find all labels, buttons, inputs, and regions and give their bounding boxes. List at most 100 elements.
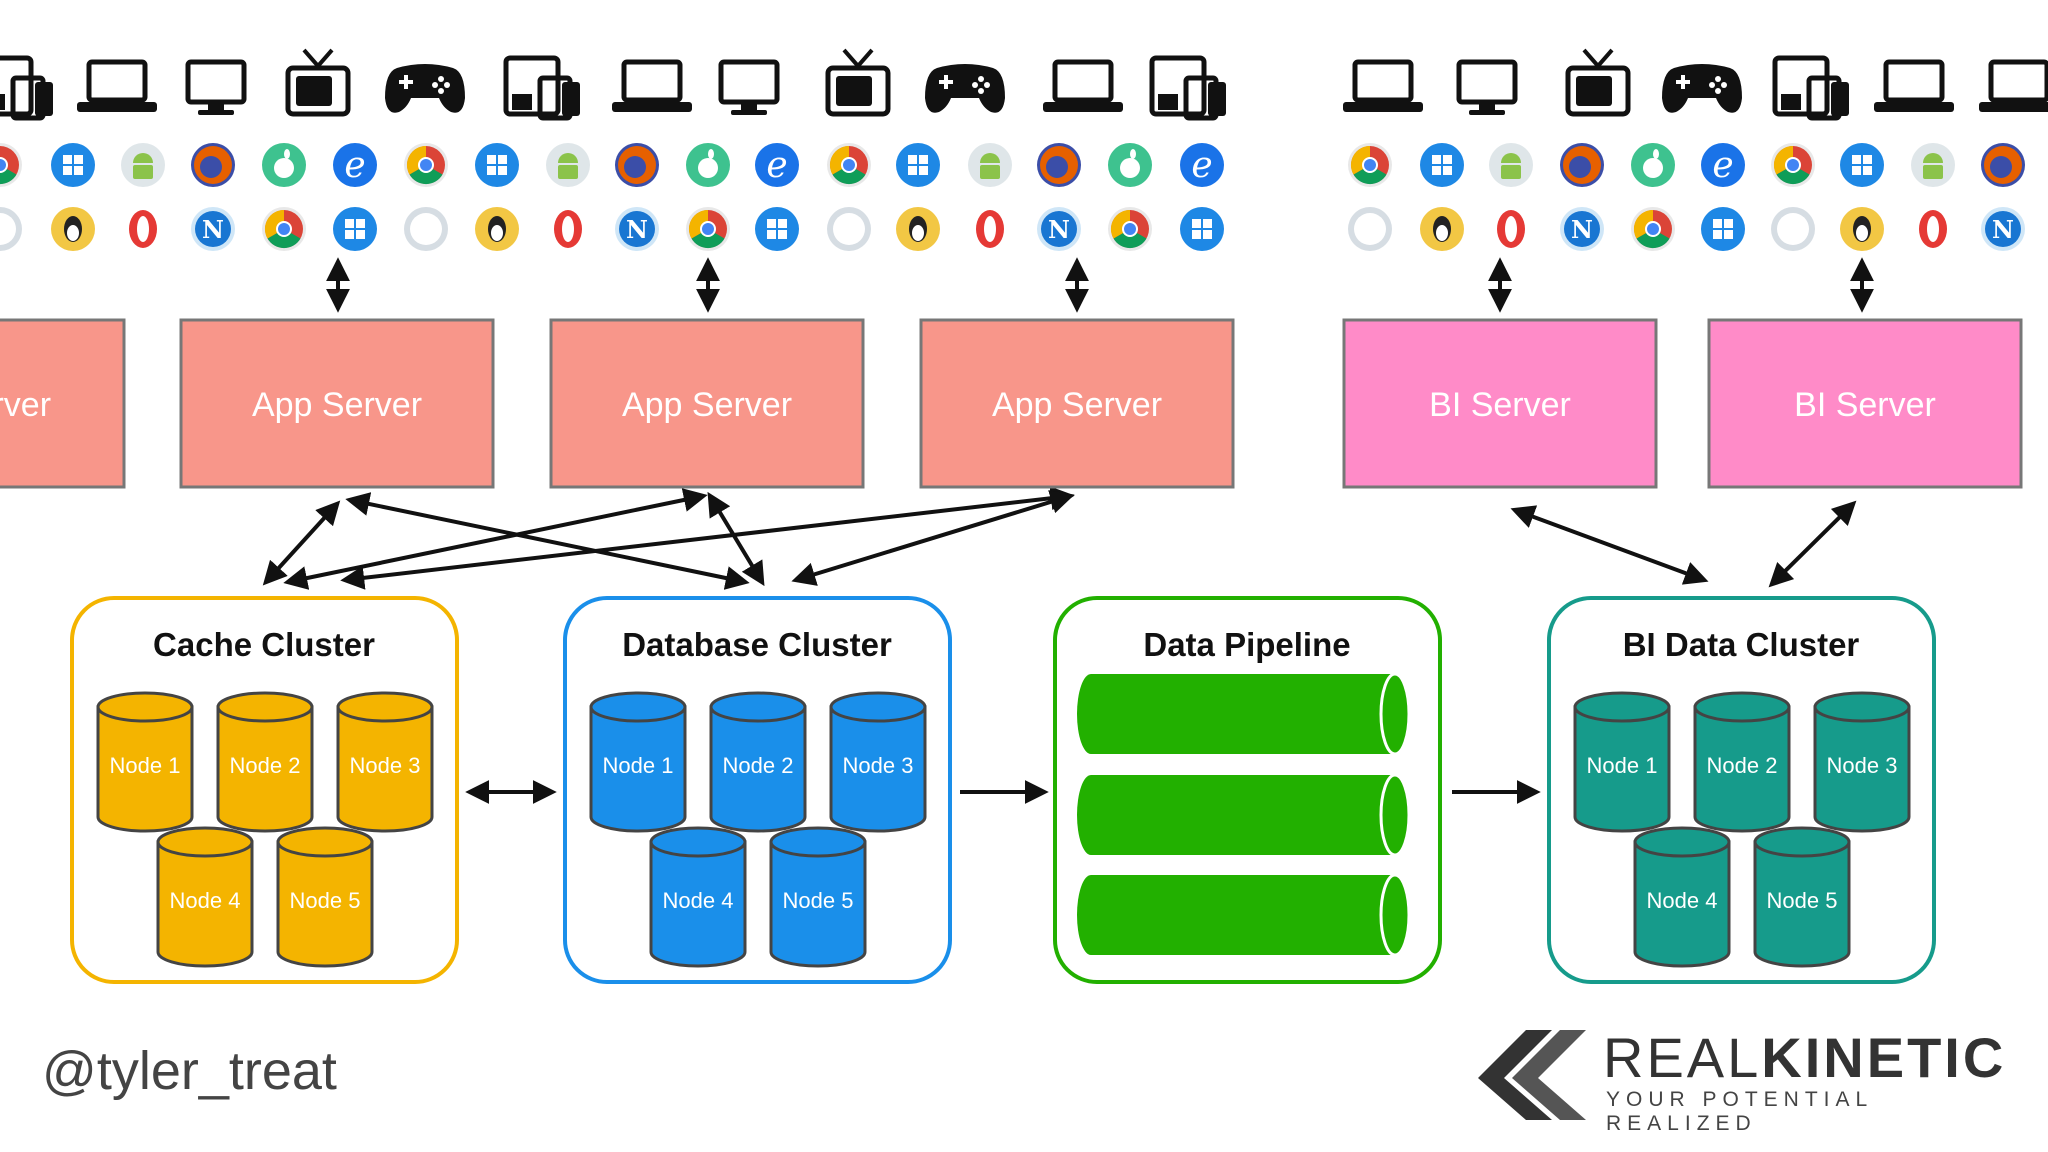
node-3: Node 3	[1813, 691, 1911, 833]
brand-tagline: YOUR POTENTIAL REALIZED	[1606, 1088, 1873, 1135]
apple-icon	[1108, 143, 1152, 187]
node-4: Node 4	[649, 826, 747, 968]
netscape-icon: N	[1560, 207, 1604, 251]
firefox-icon	[1981, 143, 2025, 187]
tablet-phone-icon	[1149, 55, 1226, 121]
app3-db-arrow	[791, 490, 1075, 586]
app1-cache-arrow	[262, 500, 341, 586]
linux-icon	[1840, 207, 1884, 251]
node-5-label: Node 5	[783, 888, 854, 913]
node-4-label: Node 4	[170, 888, 241, 913]
opera-icon	[1911, 207, 1955, 251]
app-server-3-label: App Server	[992, 386, 1162, 424]
laptop-icon	[1874, 59, 1954, 112]
node-1-label: Node 1	[1587, 753, 1658, 778]
app-server-1-label: App Server	[252, 386, 422, 424]
safari-icon	[1348, 207, 1392, 251]
node-3-label: Node 3	[1827, 753, 1898, 778]
node-5: Node 5	[769, 826, 867, 968]
svg-text:N: N	[1048, 215, 1070, 244]
chrome-icon	[1631, 207, 1675, 251]
brand-name-bold: KINETIC	[1761, 1026, 2007, 1089]
node-1: Node 1	[96, 691, 194, 833]
linux-icon	[896, 207, 940, 251]
bi-server-2-label: BI Server	[1794, 386, 1936, 424]
svg-text:e: e	[1712, 145, 1733, 186]
chrome-icon	[262, 207, 306, 251]
laptop-icon	[1979, 59, 2048, 112]
app3-cache-arrow	[340, 486, 1075, 590]
author-handle: @tyler_treat	[42, 1041, 337, 1101]
linux-icon	[51, 207, 95, 251]
node-4: Node 4	[1633, 826, 1731, 968]
ie-icon: e	[333, 143, 377, 187]
brand-logo: REALKINETIC YOUR POTENTIAL REALIZED	[1478, 1030, 2018, 1135]
brand-name: REALKINETIC	[1603, 1030, 2006, 1086]
node-5: Node 5	[276, 826, 374, 968]
node-3-label: Node 3	[843, 753, 914, 778]
tv-icon	[825, 48, 891, 117]
cluster-database-title: Database Cluster	[622, 626, 892, 663]
ie-icon: e	[1701, 143, 1745, 187]
chrome-icon	[0, 143, 22, 187]
app-server-1: App Server	[179, 318, 495, 489]
laptop-icon	[612, 59, 692, 112]
node-2: Node 2	[709, 691, 807, 833]
node-3-label: Node 3	[350, 753, 421, 778]
tv-icon	[285, 48, 351, 117]
cluster-bi-data-title: BI Data Cluster	[1623, 626, 1860, 663]
node-2-label: Node 2	[723, 753, 794, 778]
brand-name-light: REAL	[1603, 1026, 1762, 1089]
netscape-icon: N	[615, 207, 659, 251]
opera-icon	[121, 207, 165, 251]
opera-icon	[1489, 207, 1533, 251]
desktop-icon	[1456, 59, 1518, 115]
brand-mark-icon	[1478, 1030, 1586, 1120]
windows-icon	[1180, 207, 1224, 251]
cluster-cache-title: Cache Cluster	[153, 626, 375, 663]
svg-text:N: N	[202, 215, 224, 244]
app-server-partial: App Server	[0, 318, 126, 489]
pipe-3	[1077, 873, 1411, 957]
app-server-2: App Server	[549, 318, 865, 489]
app2-db-arrow	[707, 491, 765, 587]
firefox-icon	[615, 143, 659, 187]
firefox-icon	[1037, 143, 1081, 187]
windows-icon	[333, 207, 377, 251]
chrome-icon	[1348, 143, 1392, 187]
node-1-label: Node 1	[603, 753, 674, 778]
firefox-icon	[1560, 143, 1604, 187]
bi1-bidata-arrow	[1510, 505, 1709, 585]
svg-text:N: N	[626, 215, 648, 244]
node-2: Node 2	[1693, 691, 1791, 833]
svg-text:e: e	[1191, 145, 1212, 186]
tv-icon	[1565, 48, 1631, 117]
node-1-label: Node 1	[110, 753, 181, 778]
desktop-icon	[718, 59, 780, 115]
tablet-phone-icon	[1772, 55, 1849, 121]
gamepad-icon	[385, 64, 465, 113]
apple-icon	[686, 143, 730, 187]
node-5: Node 5	[1753, 826, 1851, 968]
app-server-3: App Server	[919, 318, 1235, 489]
bi-server-1-label: BI Server	[1429, 386, 1571, 424]
chrome-icon	[1771, 143, 1815, 187]
netscape-icon: N	[191, 207, 235, 251]
node-1: Node 1	[589, 691, 687, 833]
svg-text:N: N	[1571, 215, 1593, 244]
node-5-label: Node 5	[290, 888, 361, 913]
opera-icon	[546, 207, 590, 251]
laptop-icon	[77, 59, 157, 112]
chrome-icon	[827, 143, 871, 187]
cluster-pipeline-title: Data Pipeline	[1143, 626, 1350, 663]
gamepad-icon	[1662, 64, 1742, 113]
safari-icon	[827, 207, 871, 251]
ie-icon: e	[1180, 143, 1224, 187]
connection-arrows	[262, 257, 1874, 804]
